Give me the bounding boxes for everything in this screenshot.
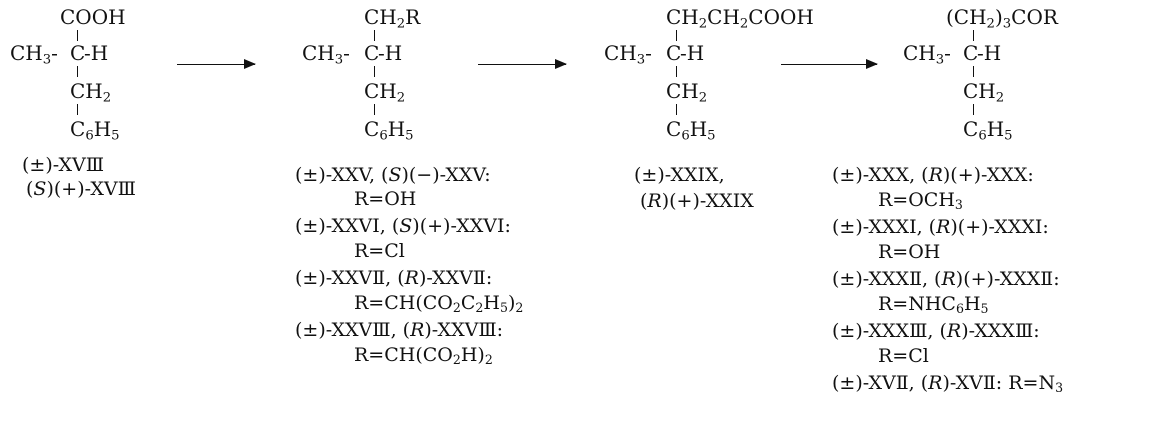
c2-bottom1: CH2 [364, 79, 406, 106]
c4-top-group: (CH2)3COR [946, 5, 1058, 32]
c4-bottom2: C6H5 [963, 117, 1013, 144]
c2-label-1: (±)-XXV, (S)(−)-XXV: [295, 164, 491, 186]
c4-label-4: R=OH [878, 241, 941, 263]
reaction-arrow-2 [478, 57, 567, 71]
c2-bond-mid [374, 66, 376, 77]
c1-bond-bottom [77, 104, 79, 115]
c2-label-6: R=CH(CO2C2H5)2 [354, 292, 524, 316]
c3-right-group: -H [680, 41, 705, 65]
c3-label-1: (±)-XXIX, [634, 164, 725, 186]
c4-bond-mid [973, 66, 975, 77]
c2-top-group: CH2R [364, 5, 421, 32]
c1-left-group: CH3- [10, 41, 58, 68]
c1-label-1: (±)-XVⅢ [22, 154, 105, 176]
c4-label-8: R=Cl [878, 345, 929, 367]
c1-center-atom: C [70, 41, 86, 65]
c2-bond-bottom [374, 104, 376, 115]
c2-label-7: (±)-XXVⅢ, (R)-XXVⅢ: [295, 319, 504, 341]
c4-left-group: CH3- [903, 41, 951, 68]
c3-center-atom: C [666, 41, 682, 65]
c3-bottom1: CH2 [666, 79, 708, 106]
c4-label-3: (±)-XXXI, (R)(+)-XXXI: [832, 216, 1049, 238]
c2-label-5: (±)-XXVⅡ, (R)-XXVⅡ: [295, 267, 493, 289]
c3-bottom2: C6H5 [666, 117, 716, 144]
c2-bond-top [374, 30, 376, 41]
c4-label-7: (±)-XXXⅢ, (R)-XXXⅢ: [832, 320, 1040, 342]
c4-label-2: R=OCH3 [878, 189, 963, 213]
c2-label-2: R=OH [354, 188, 417, 210]
c2-label-3: (±)-XXVI, (S)(+)-XXVI: [295, 215, 511, 237]
c1-bond-mid [77, 66, 79, 77]
c4-label-1: (±)-XXX, (R)(+)-XXX: [832, 164, 1034, 186]
c2-left-group: CH3- [302, 41, 350, 68]
c4-right-group: -H [977, 41, 1002, 65]
c2-center-atom: C [364, 41, 380, 65]
reaction-arrow-1 [177, 57, 256, 71]
c3-label-2: (R)(+)-XXIX [640, 190, 754, 212]
c4-bottom1: CH2 [963, 79, 1005, 106]
c3-bond-top [676, 30, 678, 41]
c2-right-group: -H [378, 41, 403, 65]
c1-bottom2: C6H5 [70, 117, 120, 144]
c3-bond-bottom [676, 104, 678, 115]
c1-label-2: (S)(+)-XVⅢ [26, 178, 136, 200]
reaction-arrow-3 [781, 57, 878, 71]
c4-label-6: R=NHC6H5 [878, 293, 989, 317]
c3-top-group: CH2CH2COOH [666, 5, 814, 32]
c1-top-group: COOH [60, 5, 126, 29]
c4-label-9: (±)-XVⅡ, (R)-XVⅡ: R=N3 [832, 372, 1064, 396]
c3-bond-mid [676, 66, 678, 77]
c1-right-group: -H [84, 41, 109, 65]
c1-bond-top [77, 30, 79, 41]
c4-center-atom: C [963, 41, 979, 65]
c2-bottom2: C6H5 [364, 117, 414, 144]
c1-bottom1: CH2 [70, 79, 112, 106]
c4-bond-top [973, 30, 975, 41]
c2-label-8: R=CH(CO2H)2 [354, 344, 493, 368]
c4-label-5: (±)-XXXⅡ, (R)(+)-XXXⅡ: [832, 268, 1060, 290]
c2-label-4: R=Cl [354, 240, 405, 262]
c4-bond-bottom [973, 104, 975, 115]
c3-left-group: CH3- [604, 41, 652, 68]
